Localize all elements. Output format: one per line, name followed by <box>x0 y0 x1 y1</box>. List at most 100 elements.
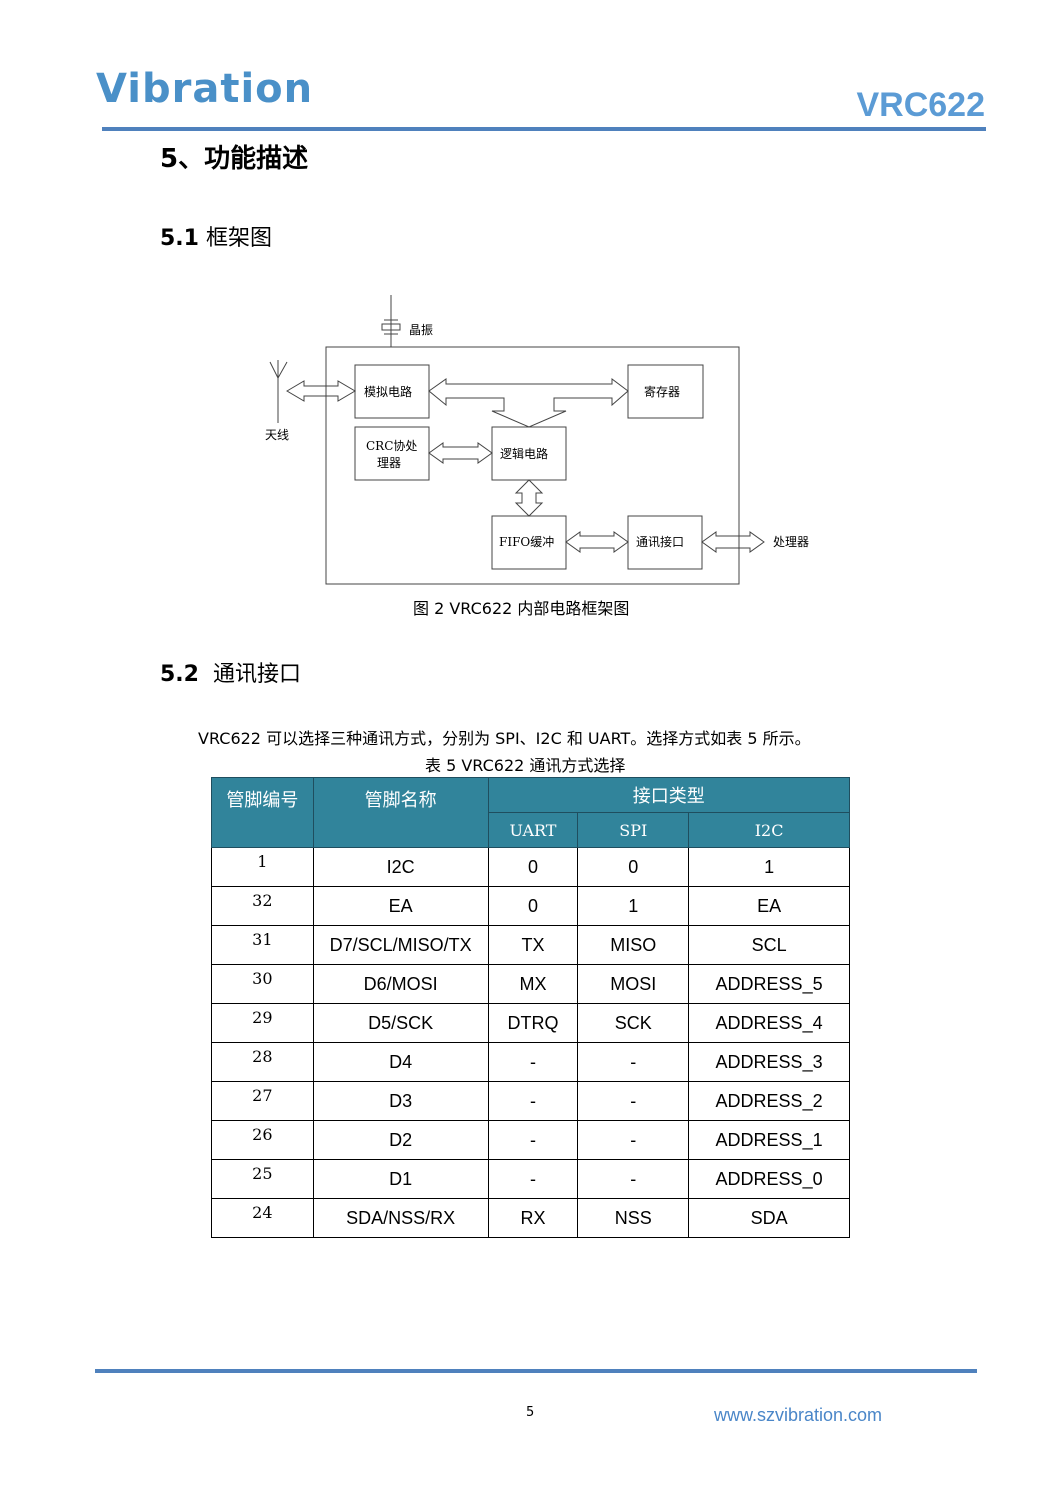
label-crc-2: 理器 <box>377 456 401 470</box>
i2c-cell: 1 <box>688 847 850 887</box>
subsection-title: 通讯接口 <box>212 662 301 687</box>
spi-cell: MOSI <box>577 964 690 1004</box>
pin-name: D4 <box>312 1042 489 1082</box>
spi-cell: NSS <box>577 1198 690 1238</box>
pin-number: 27 <box>211 1081 314 1121</box>
spi-cell: - <box>577 1159 690 1199</box>
pin-number: 31 <box>211 925 314 965</box>
subsection-5-2: 5.2 通讯接口 <box>160 656 301 688</box>
vibration-logo: Vibration <box>96 66 314 112</box>
pin-number: 24 <box>211 1198 314 1238</box>
i2c-cell: ADDRESS_4 <box>688 1003 850 1043</box>
double-arrow <box>514 479 544 517</box>
pin-number: 25 <box>211 1159 314 1199</box>
double-arrow <box>565 531 629 553</box>
double-arrow <box>701 531 765 553</box>
model-title: VRC622 <box>856 86 985 124</box>
header-i2c: I2C <box>688 812 850 848</box>
header-uart: UART <box>487 812 579 848</box>
uart-cell: 0 <box>487 847 579 887</box>
pin-name: D7/SCL/MISO/TX <box>312 925 489 965</box>
subsection-number: 5.1 <box>160 226 199 251</box>
i2c-cell: ADDRESS_2 <box>688 1081 850 1121</box>
pin-name: D6/MOSI <box>312 964 489 1004</box>
label-crystal: 晶振 <box>409 323 433 337</box>
uart-cell: TX <box>487 925 579 965</box>
label-comm: 通讯接口 <box>636 534 684 549</box>
section-title: 5、功能描述 <box>160 144 309 174</box>
i2c-cell: ADDRESS_5 <box>688 964 850 1004</box>
pin-number: 30 <box>211 964 314 1004</box>
spi-cell: SCK <box>577 1003 690 1043</box>
pin-name: D5/SCK <box>312 1003 489 1043</box>
i2c-cell: ADDRESS_1 <box>688 1120 850 1160</box>
figure-caption: 图 2 VRC622 内部电路框架图 <box>413 599 630 618</box>
header-spi: SPI <box>577 812 690 848</box>
i2c-cell: SDA <box>688 1198 850 1238</box>
spi-cell: - <box>577 1081 690 1121</box>
double-arrow <box>286 380 356 402</box>
pin-number: 28 <box>211 1042 314 1082</box>
header-rule <box>102 127 986 131</box>
header-interface: 接口类型 <box>487 777 851 813</box>
chip-boundary <box>325 346 740 585</box>
spi-cell: 1 <box>577 886 690 926</box>
label-processor: 处理器 <box>773 535 809 549</box>
header-pin-no: 管脚编号 <box>211 777 314 848</box>
spi-cell: - <box>577 1120 690 1160</box>
double-arrow <box>428 442 493 464</box>
uart-cell: - <box>487 1120 579 1160</box>
uart-cell: - <box>487 1159 579 1199</box>
i2c-cell: ADDRESS_0 <box>688 1159 850 1199</box>
label-antenna: 天线 <box>265 428 289 442</box>
pin-name: D1 <box>312 1159 489 1199</box>
pin-name: D3 <box>312 1081 489 1121</box>
label-fifo: FIFO缓冲 <box>499 534 554 549</box>
label-crc: CRC协处 <box>366 438 417 453</box>
pin-name: SDA/NSS/RX <box>312 1198 489 1238</box>
subsection-title: 框架图 <box>205 226 272 251</box>
uart-cell: RX <box>487 1198 579 1238</box>
spi-cell: - <box>577 1042 690 1082</box>
crc-block <box>354 426 430 481</box>
uart-cell: - <box>487 1081 579 1121</box>
body-paragraph: VRC622 可以选择三种通讯方式，分别为 SPI、I2C 和 UART。选择方… <box>198 729 811 748</box>
label-register: 寄存器 <box>644 384 680 399</box>
label-analog: 模拟电路 <box>364 384 412 399</box>
pin-name: EA <box>312 886 489 926</box>
page-number: 5 <box>526 1405 535 1420</box>
header-pin-name: 管脚名称 <box>312 777 489 848</box>
uart-cell: 0 <box>487 886 579 926</box>
pin-number: 1 <box>211 847 314 887</box>
pin-number: 29 <box>211 1003 314 1043</box>
i2c-cell: SCL <box>688 925 850 965</box>
block-diagram: 晶振 天线 模拟电路 寄存器 CRC协处 理器 逻辑电路 FIFO缓冲 通讯接口… <box>265 295 809 585</box>
footer-rule <box>95 1369 977 1373</box>
label-logic: 逻辑电路 <box>500 446 548 461</box>
table-caption: 表 5 VRC622 通讯方式选择 <box>425 756 626 775</box>
pin-number: 26 <box>211 1120 314 1160</box>
pin-name: I2C <box>312 847 489 887</box>
website-link[interactable]: www.szvibration.com <box>714 1405 883 1425</box>
double-arrow <box>428 378 629 428</box>
i2c-cell: EA <box>688 886 850 926</box>
pin-name: D2 <box>312 1120 489 1160</box>
spi-cell: 0 <box>577 847 690 887</box>
uart-cell: - <box>487 1042 579 1082</box>
i2c-cell: ADDRESS_3 <box>688 1042 850 1082</box>
spi-cell: MISO <box>577 925 690 965</box>
uart-cell: MX <box>487 964 579 1004</box>
crystal-icon <box>381 323 401 331</box>
